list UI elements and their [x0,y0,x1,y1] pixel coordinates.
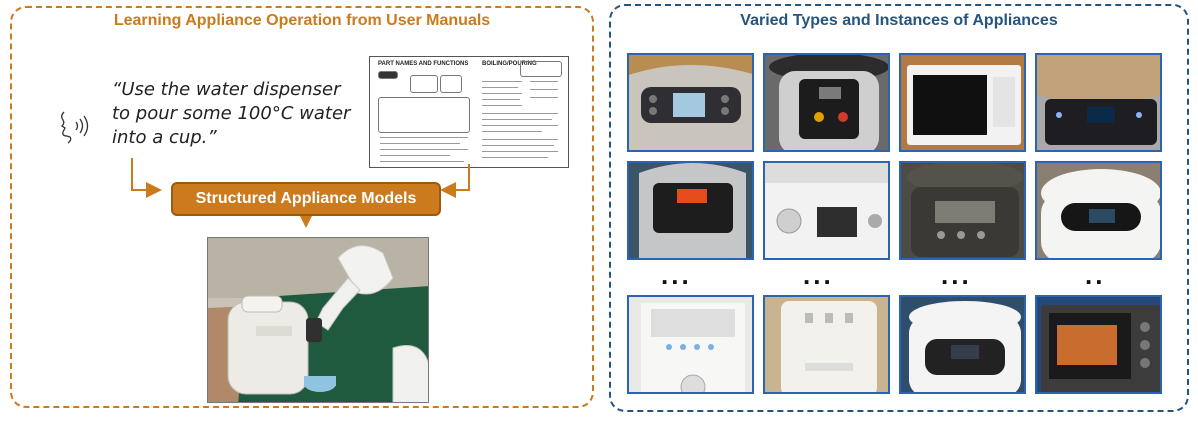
appliance-thumbnail [627,295,754,394]
manual-text-line [482,131,542,132]
manual-diagram-b [440,75,462,93]
manual-text-line [482,81,522,82]
manual-text-line [482,139,558,140]
appliance-thumbnail [763,53,890,152]
manual-text-line [482,113,558,114]
more-appliances-ellipsis: ... [941,260,972,290]
appliance-thumbnail [899,295,1026,394]
manual-text-line [482,99,520,100]
manual-text-line [482,157,548,158]
manual-text-line [482,105,522,106]
user-manual-image: PART NAMES AND FUNCTIONS BOILING/POURING [369,56,569,168]
manual-heading-right: BOILING/POURING [482,61,537,67]
appliance-thumbnail [1035,295,1162,394]
appliance-thumbnail [763,161,890,260]
appliance-thumbnail [627,53,754,152]
manual-text-line [530,97,558,98]
arrow-right-icon [131,158,162,198]
instruction-quote: “Use the water dispenser to pour some 10… [112,79,351,148]
manual-text-line [380,143,460,144]
manual-text-line [380,137,468,138]
appliance-variety-title: Varied Types and Instances of Appliances [740,12,1058,29]
more-appliances-ellipsis: .. [1085,260,1106,290]
manual-text-line [482,87,518,88]
manual-text-line [482,145,554,146]
manual-learning-panel: Learning Appliance Operation from User M… [10,6,594,408]
manual-text-line [482,93,522,94]
structured-appliance-models: Structured Appliance Models [171,182,441,216]
manual-text-line [482,125,558,126]
appliance-thumbnail [899,53,1026,152]
manual-text-line [380,149,468,150]
manual-text-line [482,119,552,120]
appliance-thumbnail [899,161,1026,260]
appliance-thumbnail [1035,53,1162,152]
voice-icon [60,111,89,144]
more-appliances-ellipsis: ... [803,260,834,290]
manual-text-line [530,89,558,90]
appliance-variety-panel: Varied Types and Instances of Appliances [609,4,1189,412]
manual-text-line [482,151,558,152]
manual-heading-left: PART NAMES AND FUNCTIONS [378,61,469,67]
manual-diagram-a [410,75,438,93]
appliance-thumbnail [763,295,890,394]
manual-text-line [380,155,450,156]
manual-label-block [378,71,398,79]
manual-learning-title: Learning Appliance Operation from User M… [113,12,491,29]
robot-pouring-photo [207,237,429,403]
manual-text-line [380,161,464,162]
manual-diagram-c [520,61,562,77]
appliance-thumbnail [1035,161,1162,260]
manual-text-line [530,81,558,82]
appliance-thumbnail [627,161,754,260]
more-appliances-ellipsis: ... [661,260,692,290]
manual-panel-diagram [378,97,470,133]
